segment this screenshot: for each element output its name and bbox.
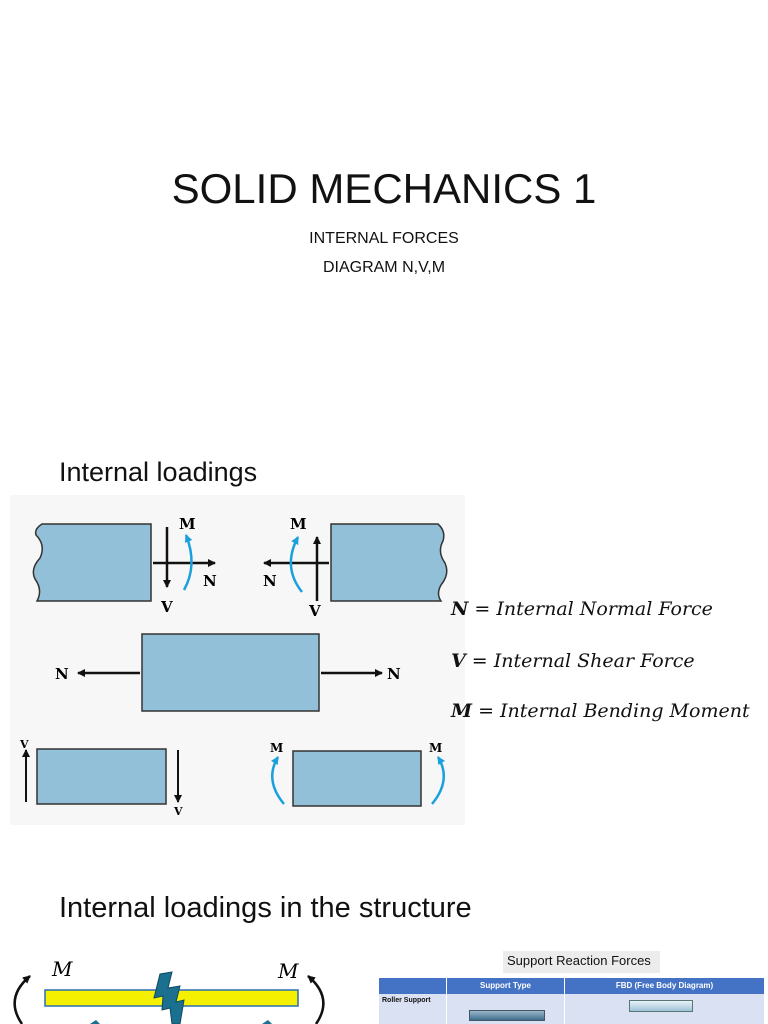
moment-block xyxy=(292,750,422,807)
support-reaction-table: Support Type FBD (Free Body Diagram) Rol… xyxy=(379,978,765,1024)
eq-symbol-v: V xyxy=(451,650,466,672)
eq-symbol-n: N xyxy=(451,598,469,620)
eq-symbol-m: M xyxy=(451,700,473,722)
label-m: M xyxy=(290,515,307,533)
label-v: V xyxy=(173,805,183,818)
moment-arrow-bottom-right xyxy=(431,756,446,805)
moment-arrow-beam-left xyxy=(13,975,31,1024)
eq-text-m: = Internal Bending Moment xyxy=(478,700,750,722)
label-v: V xyxy=(308,602,321,620)
label-m: M xyxy=(270,741,283,755)
eq-text-n: = Internal Normal Force xyxy=(474,598,713,620)
table-cell-support-image xyxy=(447,994,565,1024)
table-header-blank xyxy=(379,978,447,994)
moment-arrow-right xyxy=(289,536,303,593)
label-m: M xyxy=(277,959,299,983)
equation-normal-force: N = Internal Normal Force xyxy=(451,598,713,620)
subtitle-internal-forces: INTERNAL FORCES xyxy=(309,230,459,247)
normal-force-block xyxy=(141,633,320,712)
equation-bending-moment: M = Internal Bending Moment xyxy=(451,700,750,722)
section-heading-internal-loadings: Internal loadings xyxy=(59,457,258,487)
lightning-fragment-right-icon xyxy=(262,1020,272,1024)
eq-text-v: = Internal Shear Force xyxy=(471,650,695,672)
label-m: M xyxy=(51,957,73,981)
label-m: M xyxy=(429,741,442,755)
label-n: N xyxy=(203,572,217,590)
table-cell-fbd-image xyxy=(565,994,765,1024)
label-n: N xyxy=(387,665,401,683)
label-n: N xyxy=(55,665,69,683)
cut-block-right xyxy=(330,523,448,602)
beam-internal-loading-figure: M M xyxy=(13,957,325,1024)
label-m: M xyxy=(179,515,196,533)
roller-support-icon xyxy=(469,1010,545,1021)
label-n: N xyxy=(263,572,277,590)
cut-block-left xyxy=(32,523,152,602)
label-v: V xyxy=(160,598,173,616)
table-row-label: Roller Support xyxy=(379,994,447,1024)
moment-arrow-bottom-left xyxy=(270,756,285,805)
shear-block xyxy=(36,748,167,805)
moment-arrow-left xyxy=(182,534,193,591)
internal-loadings-figure: M N V M N V N N V V M M xyxy=(10,495,465,825)
page-title: SOLID MECHANICS 1 xyxy=(171,165,597,212)
equation-shear-force: V = Internal Shear Force xyxy=(451,650,695,672)
table-caption: Support Reaction Forces xyxy=(503,951,660,973)
label-v: V xyxy=(19,738,29,751)
table-header-fbd: FBD (Free Body Diagram) xyxy=(565,978,765,994)
lightning-fragment-left-icon xyxy=(90,1020,100,1024)
lightning-cut-icon xyxy=(153,971,185,1024)
fbd-beam-icon xyxy=(629,1000,693,1012)
section-heading-internal-loadings-structure: Internal loadings in the structure xyxy=(59,892,472,924)
table-header-support-type: Support Type xyxy=(447,978,565,994)
subtitle-diagram: DIAGRAM N,V,M xyxy=(322,259,446,276)
moment-arrow-beam-right xyxy=(307,975,325,1024)
